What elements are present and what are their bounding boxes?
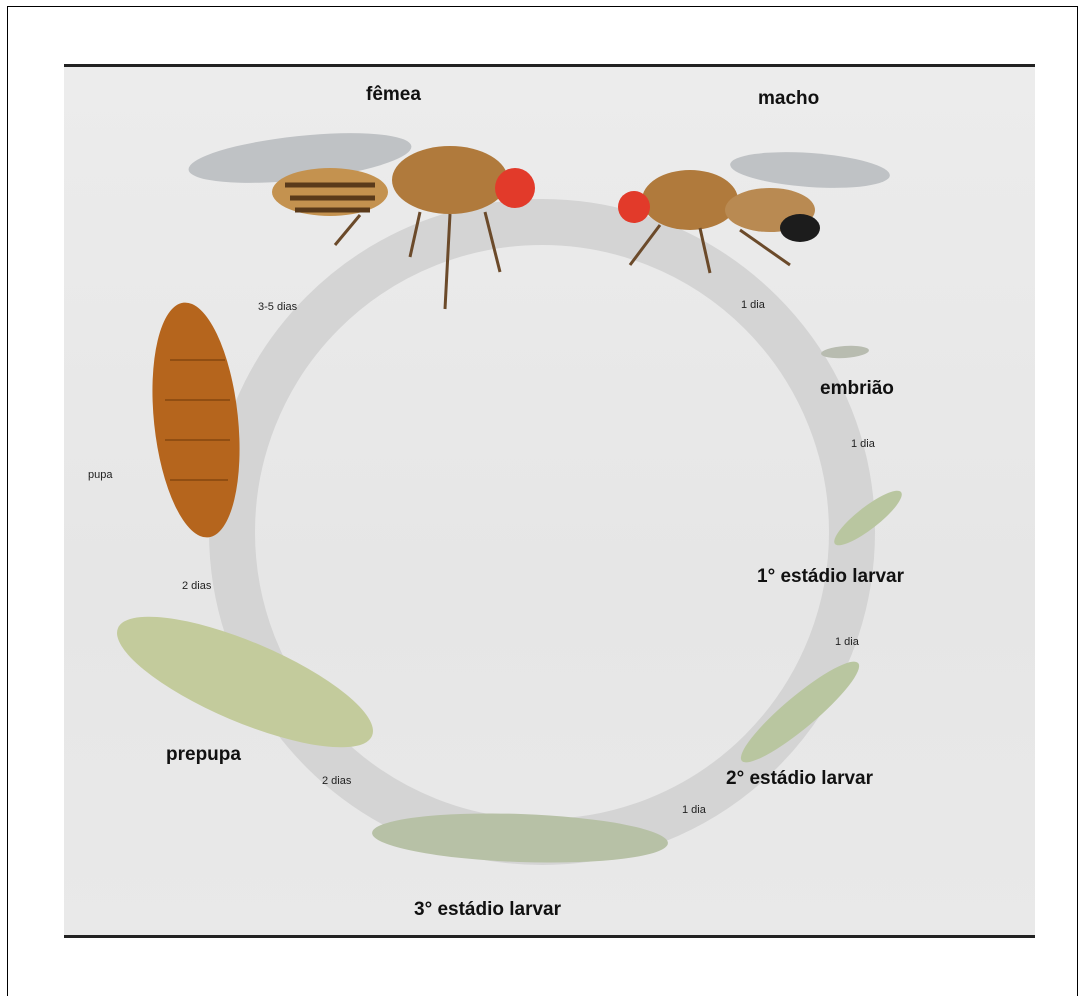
- label-prepupa: prepupa: [166, 744, 241, 766]
- label-embriao: embrião: [820, 378, 894, 400]
- label-first-instar: 1° estádio larvar: [757, 566, 904, 588]
- label-second-instar: 2° estádio larvar: [726, 768, 873, 790]
- label-macho: macho: [758, 88, 819, 110]
- embryo-illustration: [821, 344, 870, 359]
- duration-prepupa-pupa: 2 dias: [182, 580, 211, 592]
- label-femea: fêmea: [366, 84, 421, 106]
- label-pupa: pupa: [88, 469, 112, 481]
- duration-larva3-prepupa: 2 dias: [322, 775, 351, 787]
- duration-pupa-adult: 3-5 dias: [258, 301, 297, 313]
- duration-macho-embriao: 1 dia: [741, 299, 765, 311]
- duration-embriao-larva1: 1 dia: [851, 438, 875, 450]
- label-third-instar: 3° estádio larvar: [414, 899, 561, 921]
- duration-larva2-larva3: 1 dia: [682, 804, 706, 816]
- duration-larva1-larva2: 1 dia: [835, 636, 859, 648]
